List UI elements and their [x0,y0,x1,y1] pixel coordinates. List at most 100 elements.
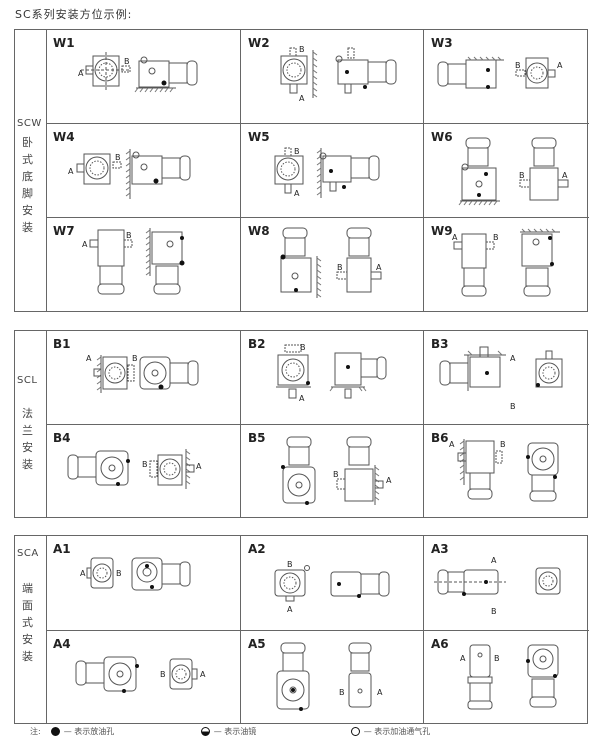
cell-b6: B6 A B [424,425,589,517]
mounting-diagram: A B [439,346,563,411]
cell-w8: W8 A B [241,218,424,311]
svg-text:B: B [115,153,121,162]
svg-text:B: B [160,670,166,679]
svg-text:A: A [200,670,206,679]
svg-text:A: A [562,171,568,180]
cell-b3: B3 A B [424,331,589,425]
cell-b4: B4 A B [46,425,241,517]
svg-text:B: B [494,654,500,663]
cell-w3: W3 A B [424,30,589,124]
diagram-grid: B1 A B B2 [46,331,589,517]
svg-text:B: B [491,607,497,616]
legend-item-breather: — 表示加油通气孔 [350,726,430,737]
cell-a4: A4 A B [46,631,241,723]
svg-text:A: A [510,354,516,363]
half-filled-circle-icon [200,727,210,736]
cell-b1: B1 A B [46,331,241,425]
cell-w9: W9 A B [424,218,589,311]
cell-a2: A2 A B [241,536,424,631]
legend: 注: — 表示放油孔 — 表示油镜 — 表示加油通气孔 [30,726,430,737]
mounting-diagram: A B [82,228,185,295]
mounting-diagram: A B [449,439,559,502]
mounting-diagram: A B [75,656,206,693]
svg-text:A: A [78,69,84,78]
mounting-diagram: A B [78,52,198,93]
cell-w6: W6 A B [424,124,589,218]
cell-a5: A5 A B [241,631,424,723]
svg-text:A: A [449,440,455,449]
cell-w4: W4 A B [46,124,241,218]
svg-text:B: B [519,171,525,180]
section-side-label: SCA 端 面 式 安 装 [15,536,47,723]
section-code: SCA [17,548,39,559]
svg-text:A: A [386,476,392,485]
svg-text:B: B [500,440,506,449]
svg-text:A: A [452,233,458,242]
mounting-diagram: A B [80,557,191,591]
svg-text:B: B [124,57,130,66]
svg-text:A: A [80,569,86,578]
svg-text:B: B [339,688,345,697]
svg-text:B: B [515,61,521,70]
section-side-label: SCL 法 兰 安 装 [15,331,47,517]
section-name: 端 面 式 安 装 [22,582,33,663]
legend-prefix: 注: [30,727,41,736]
section-code: SCW [17,118,42,129]
svg-text:A: A [287,605,293,614]
svg-text:A: A [299,394,305,403]
svg-text:A: A [377,688,383,697]
section-name: 法 兰 安 装 [22,407,33,471]
svg-text:A: A [196,462,202,471]
mounting-diagram: A B [460,644,559,710]
svg-text:B: B [287,560,293,569]
svg-text:A: A [491,556,497,565]
mounting-diagram: A B [276,343,387,403]
svg-text:B: B [142,460,148,469]
mounting-diagram: A B [67,449,202,489]
legend-item-sight-glass: — 表示油镜 [200,726,351,737]
svg-text:B: B [294,147,300,156]
mounting-diagram: A B [276,642,383,711]
mounting-diagram: A B [68,149,191,199]
cell-w7: W7 A B [46,218,241,311]
cell-a1: A1 A B [46,536,241,631]
mounting-diagram: A B [280,227,382,298]
svg-text:A: A [460,654,466,663]
svg-text:A: A [299,94,305,103]
mounting-diagram: A B [434,556,561,616]
svg-text:B: B [493,233,499,242]
mounting-diagram: A B [274,560,390,614]
mounting-diagram: A B [458,137,569,206]
svg-text:B: B [300,343,306,352]
cell-a3: A3 A B [424,536,589,631]
svg-text:B: B [132,354,138,363]
svg-text:A: A [294,189,300,198]
svg-text:A: A [557,61,563,70]
cell-w5: W5 A B [241,124,424,218]
mounting-diagram: A B [437,56,563,89]
svg-text:B: B [116,569,122,578]
section-side-label: SCW 卧 式 底 脚 安 装 [15,30,47,311]
cell-w2: W2 A B [241,30,424,124]
svg-text:A: A [82,240,88,249]
filled-circle-icon [50,727,60,736]
section-scl: SCL 法 兰 安 装 B1 A B B2 [14,330,589,518]
mounting-diagram: A B [280,45,397,103]
svg-text:A: A [86,354,92,363]
page-title: SC系列安装方位示例: [15,8,133,21]
legend-item-drain: — 表示放油孔 [50,726,201,737]
section-name: 卧 式 底 脚 安 装 [22,136,33,234]
svg-text:B: B [126,231,132,240]
mounting-diagram: A B [274,147,380,198]
diagram-grid: W1 A B W2 [46,30,589,311]
svg-text:B: B [337,263,343,272]
mounting-diagram: A B [452,228,560,297]
svg-text:A: A [376,263,382,272]
cell-b2: B2 A B [241,331,424,425]
cell-w1: W1 A B [46,30,241,124]
diagram-grid: A1 A B A2 [46,536,589,723]
section-code: SCL [17,375,38,386]
section-scw: SCW 卧 式 底 脚 安 装 W1 A [14,29,589,312]
section-sca: SCA 端 面 式 安 装 A1 A B A2 [14,535,589,724]
svg-text:B: B [510,402,516,411]
